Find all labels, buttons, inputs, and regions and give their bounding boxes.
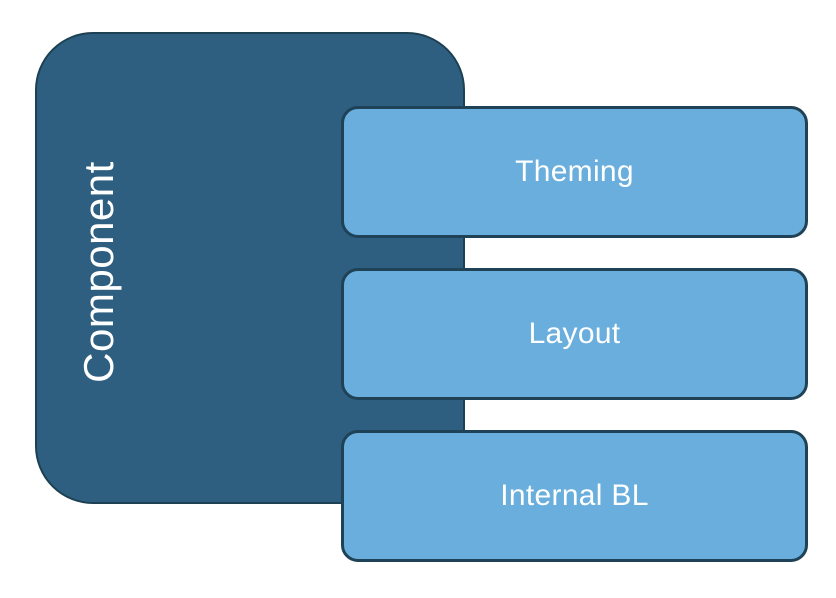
child-block-layout: Layout (341, 268, 808, 400)
child-block-layout-label: Layout (528, 317, 621, 350)
component-block-label: Component (75, 161, 122, 383)
child-block-theming-label: Theming (515, 155, 634, 188)
child-block-internal-bl: Internal BL (341, 430, 808, 562)
child-block-theming: Theming (341, 106, 808, 238)
child-block-internal-bl-label: Internal BL (500, 479, 649, 512)
